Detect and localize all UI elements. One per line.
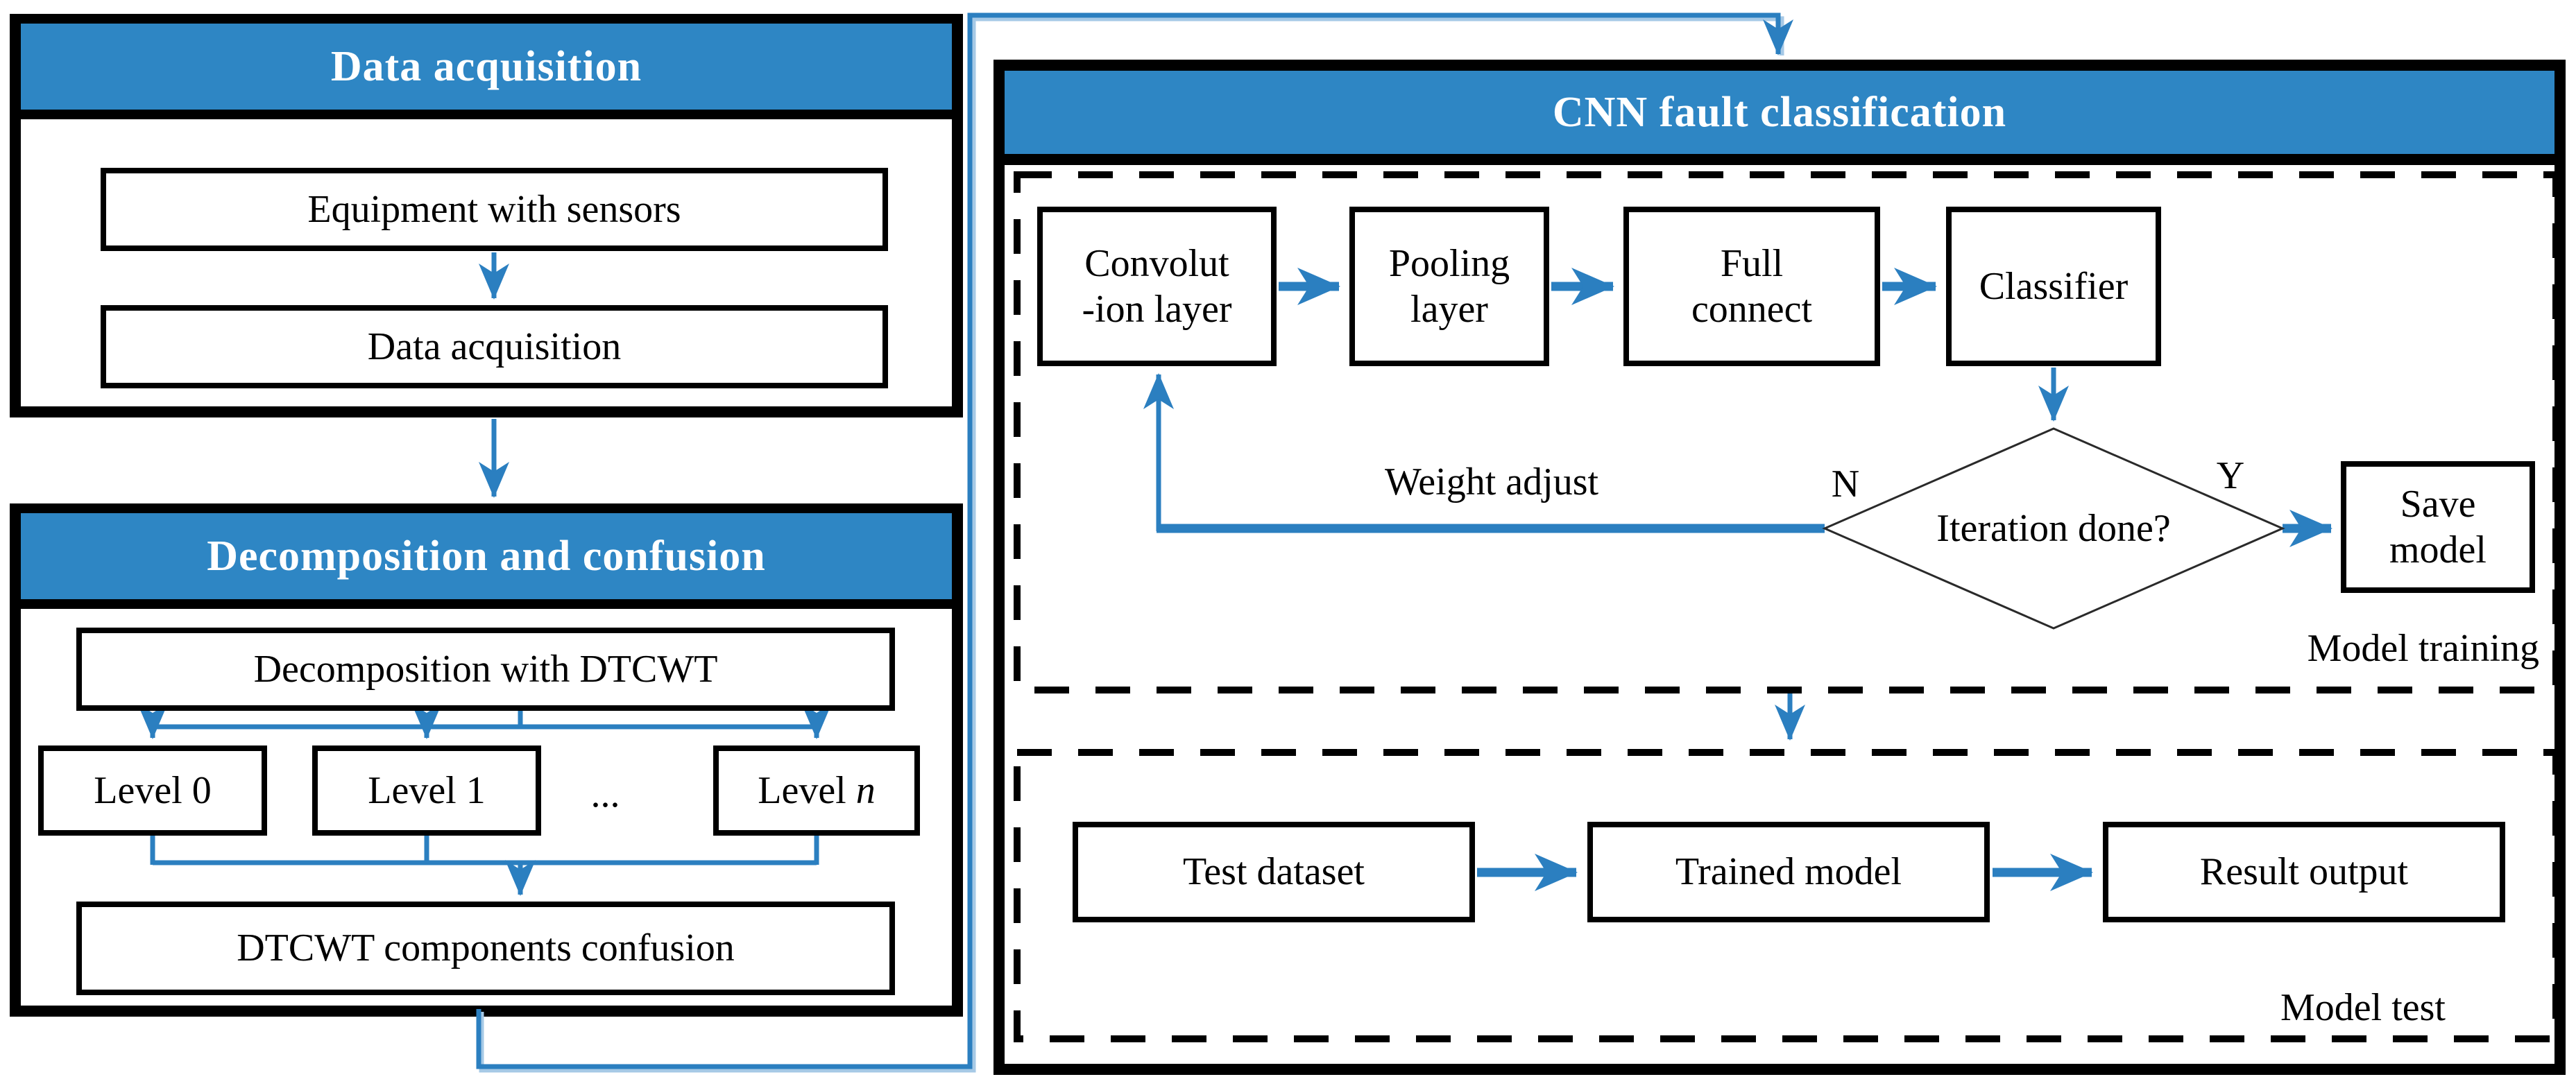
box-save-model: Save model <box>2341 461 2535 593</box>
level-n-variable: n <box>855 768 876 812</box>
pooling-line2: layer <box>1410 288 1488 331</box>
label-yes: Y <box>2216 454 2245 497</box>
box-result-output: Result output <box>2103 822 2505 922</box>
label-weight-adjust: Weight adjust <box>1384 460 1599 503</box>
box-level-n: Level n <box>713 745 920 836</box>
box-classifier: Classifier <box>1946 207 2161 366</box>
label-model-test: Model test <box>2280 986 2446 1029</box>
header-cnn-fault-classification: CNN fault classification <box>1005 71 2554 165</box>
convolution-line2: -ion layer <box>1082 288 1232 331</box>
box-dtcwt-components-confusion: DTCWT components confusion <box>76 902 895 995</box>
box-level-0: Level 0 <box>38 745 267 836</box>
full-connect-line1: Full <box>1720 241 1784 285</box>
level-n-prefix: Level <box>758 768 856 812</box>
box-pooling-layer: Pooling layer <box>1349 207 1549 366</box>
header-decomposition-confusion: Decomposition and confusion <box>21 513 952 609</box>
box-data-acquisition: Data acquisition <box>101 305 888 388</box>
box-test-dataset: Test dataset <box>1073 822 1475 922</box>
pooling-line1: Pooling <box>1388 241 1510 285</box>
level-n-text: Level n <box>758 768 875 813</box>
save-model-line2: model <box>2389 528 2487 571</box>
box-level-1: Level 1 <box>312 745 541 836</box>
header-data-acquisition: Data acquisition <box>21 24 952 119</box>
box-equipment-with-sensors: Equipment with sensors <box>101 168 888 251</box>
convolution-line1: Convolut <box>1084 241 1229 285</box>
box-decomposition-with-dtcwt: Decomposition with DTCWT <box>76 628 895 711</box>
full-connect-line2: connect <box>1691 288 1813 331</box>
levels-ellipsis: ... <box>590 773 620 816</box>
box-trained-model: Trained model <box>1587 822 1990 922</box>
box-full-connect: Full connect <box>1623 207 1880 366</box>
decision-diamond-text: Iteration done? <box>1936 507 2171 550</box>
save-model-line1: Save <box>2400 482 2476 526</box>
box-convolution-layer: Convolut -ion layer <box>1037 207 1277 366</box>
label-model-training: Model training <box>2307 627 2539 670</box>
